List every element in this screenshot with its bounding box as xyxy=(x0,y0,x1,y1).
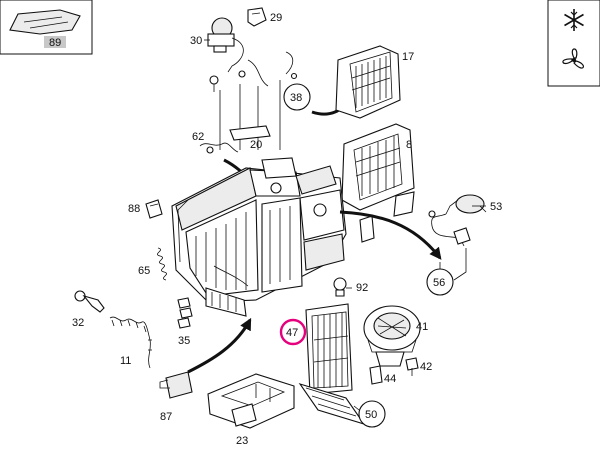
part-35[interactable] xyxy=(177,297,193,329)
callout-50[interactable]: 50 xyxy=(358,400,386,428)
thumbnail-box[interactable]: 89 xyxy=(0,0,93,55)
label-29: 29 xyxy=(270,12,282,24)
label-8: 8 xyxy=(406,139,412,151)
part-20[interactable] xyxy=(229,125,271,141)
part-65[interactable] xyxy=(157,247,167,281)
thumbnail-label: 89 xyxy=(49,37,61,49)
part-42[interactable] xyxy=(405,357,419,376)
heater-housing-assembly[interactable] xyxy=(171,157,375,317)
part-29[interactable] xyxy=(247,7,267,27)
part-23[interactable] xyxy=(207,373,295,429)
callout-47-label: 47 xyxy=(286,327,298,339)
snowflake-icon xyxy=(564,9,584,31)
part-11[interactable] xyxy=(109,316,152,369)
label-23: 23 xyxy=(236,435,248,447)
label-87: 87 xyxy=(160,411,172,423)
label-88: 88 xyxy=(128,203,140,215)
callout-38[interactable]: 38 xyxy=(283,83,311,111)
label-32: 32 xyxy=(72,317,84,329)
label-44: 44 xyxy=(384,373,396,385)
part-32[interactable] xyxy=(74,290,105,313)
callout-50-label: 50 xyxy=(365,409,377,421)
small-fasteners-top[interactable] xyxy=(209,51,298,92)
part-87[interactable] xyxy=(159,371,193,399)
part-17[interactable] xyxy=(335,45,401,119)
callout-56[interactable]: 56 xyxy=(426,268,454,296)
part-8[interactable] xyxy=(341,123,415,217)
fan-icon xyxy=(562,48,584,69)
label-30: 30 xyxy=(190,35,202,47)
part-47-filter[interactable] xyxy=(305,303,353,395)
part-53[interactable] xyxy=(428,194,487,247)
callout-56-label: 56 xyxy=(433,277,445,289)
part-88[interactable] xyxy=(145,199,163,219)
label-41: 41 xyxy=(416,321,428,333)
label-65: 65 xyxy=(138,265,150,277)
callout-47[interactable]: 47 xyxy=(279,318,307,346)
label-20: 20 xyxy=(250,139,262,151)
label-42: 42 xyxy=(420,361,432,373)
label-35: 35 xyxy=(178,335,190,347)
part-92[interactable] xyxy=(333,277,352,297)
label-17: 17 xyxy=(402,51,414,63)
label-11: 11 xyxy=(120,355,131,367)
label-92: 92 xyxy=(356,282,368,294)
label-53: 53 xyxy=(490,201,502,213)
part-41-blower[interactable] xyxy=(363,305,421,367)
label-62: 62 xyxy=(192,131,204,143)
part-30[interactable] xyxy=(207,17,244,73)
part-44[interactable] xyxy=(369,365,383,385)
climate-icon-box xyxy=(547,0,600,87)
part-62[interactable] xyxy=(199,142,239,154)
callout-38-label: 38 xyxy=(290,92,302,104)
